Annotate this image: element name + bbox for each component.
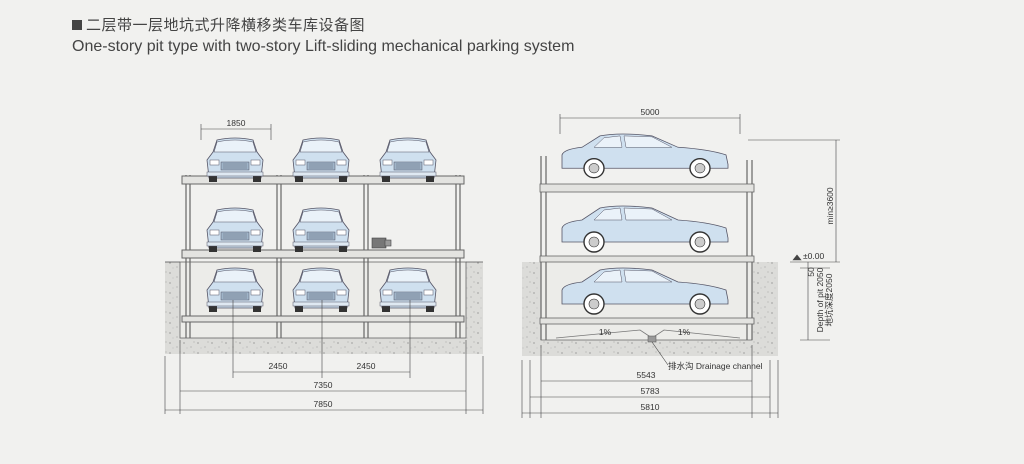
front-car: [292, 137, 350, 183]
dim-7350: 7350: [314, 380, 333, 390]
dim-5783: 5783: [641, 386, 660, 396]
drainage-label: 排水沟 Drainage channel: [668, 361, 763, 371]
side-car-middle: [561, 205, 729, 253]
dim-5543: 5543: [637, 370, 656, 380]
slope-right: 1%: [678, 327, 691, 337]
slope-left: 1%: [599, 327, 612, 337]
pit-depth-en: Depth of pit 2050: [815, 267, 825, 332]
front-car: [379, 267, 437, 313]
dim-5810: 5810: [641, 402, 660, 412]
dim-5000: 5000: [641, 107, 660, 117]
front-car: [206, 207, 264, 253]
front-view: [165, 175, 483, 354]
diagram-title-cn: 二层带一层地坑式升降横移类车库设备图: [72, 14, 365, 35]
pit-depth-cn: 地坑深度2050: [824, 273, 834, 326]
front-car: [379, 137, 437, 183]
front-car: [292, 267, 350, 313]
bullet-square-icon: [72, 20, 82, 30]
front-car: [206, 137, 264, 183]
dim-2450-left: 2450: [269, 361, 288, 371]
front-car: [206, 267, 264, 313]
min-height: min≥3600: [825, 187, 835, 225]
diagram-title-en: One-story pit type with two-story Lift-s…: [72, 38, 575, 55]
title-cn-text: 二层带一层地坑式升降横移类车库设备图: [86, 16, 366, 34]
pit-offset-50: 50: [806, 267, 816, 277]
front-car: [292, 207, 350, 253]
level-000: ±0.00: [803, 251, 824, 261]
motor-icon: [371, 237, 392, 249]
dim-7850: 7850: [314, 399, 333, 409]
dim-1850: 1850: [227, 118, 246, 128]
dim-2450-right: 2450: [357, 361, 376, 371]
side-view: [522, 156, 778, 356]
side-car-top: [561, 133, 729, 179]
